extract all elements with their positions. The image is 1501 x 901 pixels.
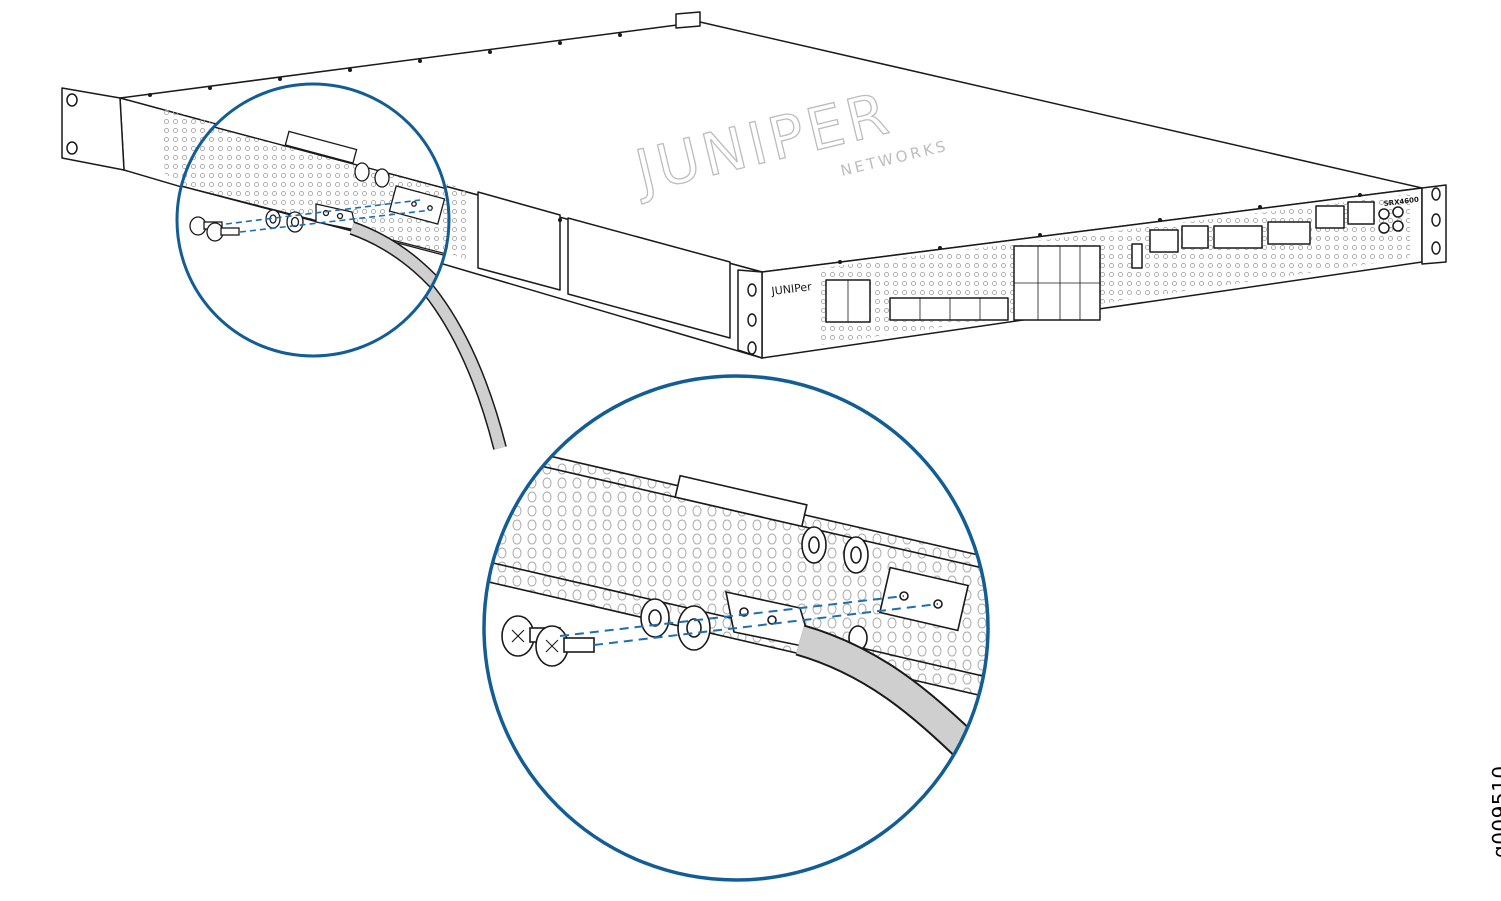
washer-icon xyxy=(265,209,304,233)
small-callout xyxy=(175,82,451,358)
screw-icon xyxy=(189,216,240,242)
large-callout xyxy=(482,374,990,882)
front-panel-logo: JUNIPer xyxy=(770,280,813,298)
figure-id: g009510 xyxy=(1488,765,1501,858)
large-washers xyxy=(640,598,711,651)
side-opening-2 xyxy=(567,217,731,339)
side-opening-1 xyxy=(477,191,561,291)
left-rack-ear xyxy=(61,87,125,171)
